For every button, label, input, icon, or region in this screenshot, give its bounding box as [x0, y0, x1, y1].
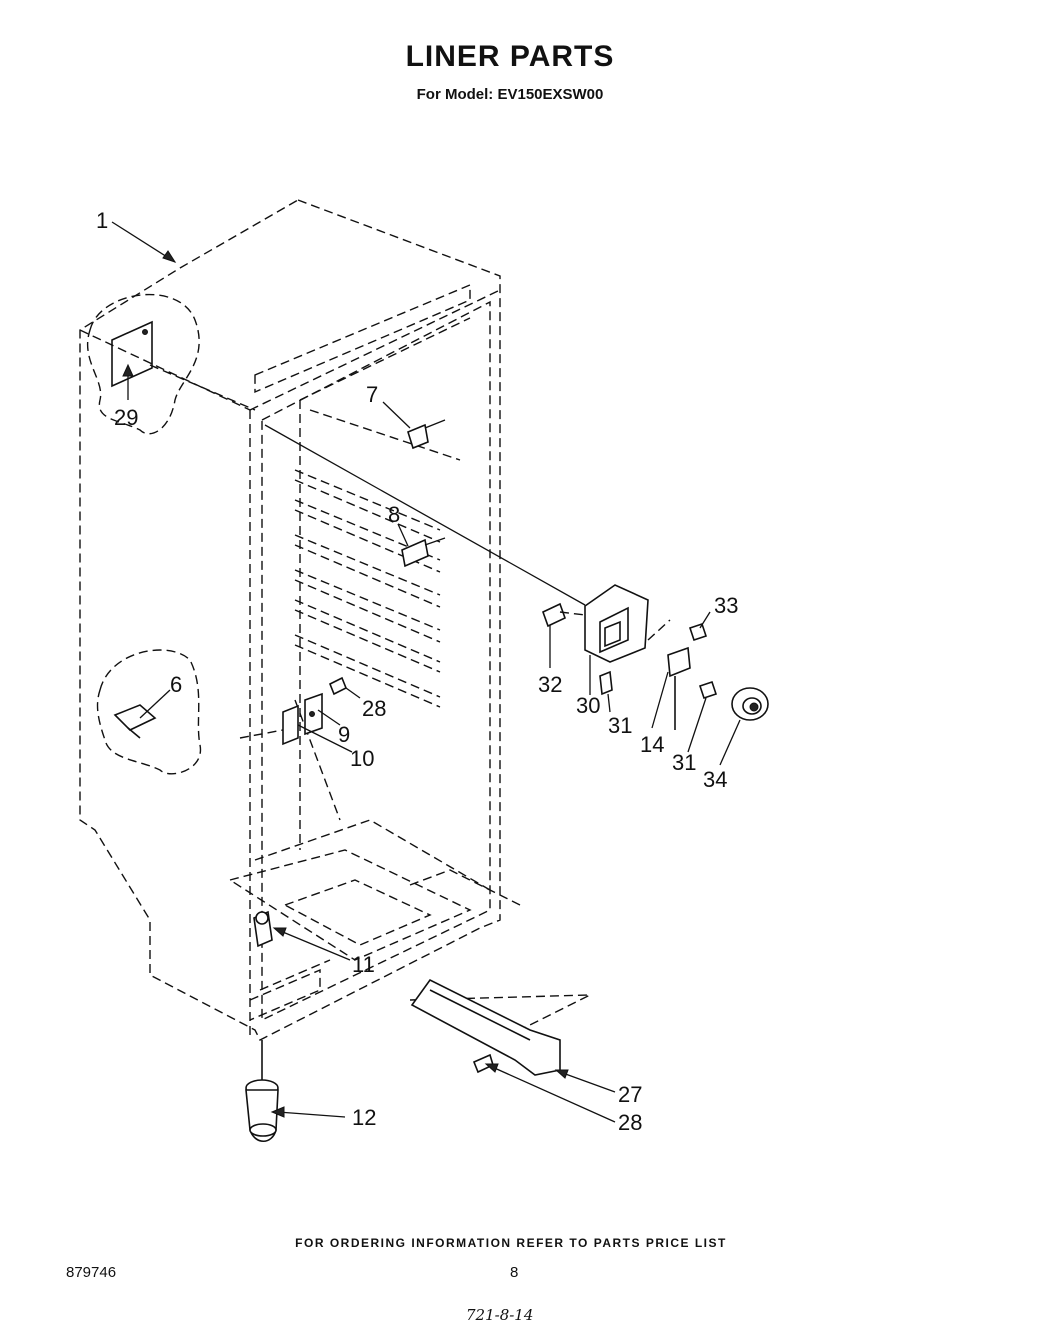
callout-34: 34	[703, 767, 727, 792]
cabinet-liner-outline	[79, 199, 501, 1041]
shelf-ribs	[294, 409, 461, 708]
page-title: LINER PARTS	[405, 40, 615, 73]
part-31-screw-b	[698, 680, 718, 700]
part-30-control-housing	[584, 584, 649, 663]
callout-9: 9	[338, 722, 350, 747]
part-28-screw	[328, 676, 348, 696]
callout-12: 12	[352, 1105, 376, 1130]
handwritten-note: 721-8-14	[466, 1306, 534, 1324]
ordering-note: FOR ORDERING INFORMATION REFER TO PARTS …	[295, 1236, 727, 1250]
part-34-knob	[731, 687, 769, 721]
callout-29: 29	[114, 405, 138, 430]
callout-1: 1	[96, 208, 108, 233]
part-9-10-hinge	[282, 692, 323, 746]
callout-27: 27	[618, 1082, 642, 1107]
part-14-thermostat	[667, 646, 691, 730]
callout-10: 10	[350, 746, 374, 771]
assembly-lines	[149, 364, 671, 739]
document-number: 879746	[66, 1264, 117, 1281]
callout-7: 7	[366, 382, 378, 407]
part-32-clip	[542, 602, 566, 628]
model-subtitle: For Model: EV150EXSW00	[416, 86, 604, 103]
callout-31-a: 31	[608, 713, 632, 738]
callout-30: 30	[576, 693, 600, 718]
detail-inset-29	[86, 293, 200, 435]
part-31-screw-a	[599, 670, 613, 696]
bottom-pan	[228, 699, 591, 1031]
detail-inset-6	[96, 649, 201, 775]
part-33-screw	[688, 622, 708, 642]
callout-31-b: 31	[672, 750, 696, 775]
part-11-plug	[253, 910, 273, 948]
leader-lines	[111, 221, 741, 1123]
part-7-bracket	[407, 419, 446, 450]
callout-32: 32	[538, 672, 562, 697]
callout-14: 14	[640, 732, 664, 757]
callout-8: 8	[388, 502, 400, 527]
callout-6: 6	[170, 672, 182, 697]
part-27-drain-trough	[410, 978, 561, 1076]
page-number: 8	[510, 1264, 519, 1281]
callout-28-bottom: 28	[618, 1110, 642, 1135]
callout-28-top: 28	[362, 696, 386, 721]
part-8-bracket	[401, 537, 446, 568]
callout-11: 11	[352, 952, 375, 977]
part-12-drain-funnel	[245, 1040, 279, 1143]
callout-33: 33	[714, 593, 738, 618]
